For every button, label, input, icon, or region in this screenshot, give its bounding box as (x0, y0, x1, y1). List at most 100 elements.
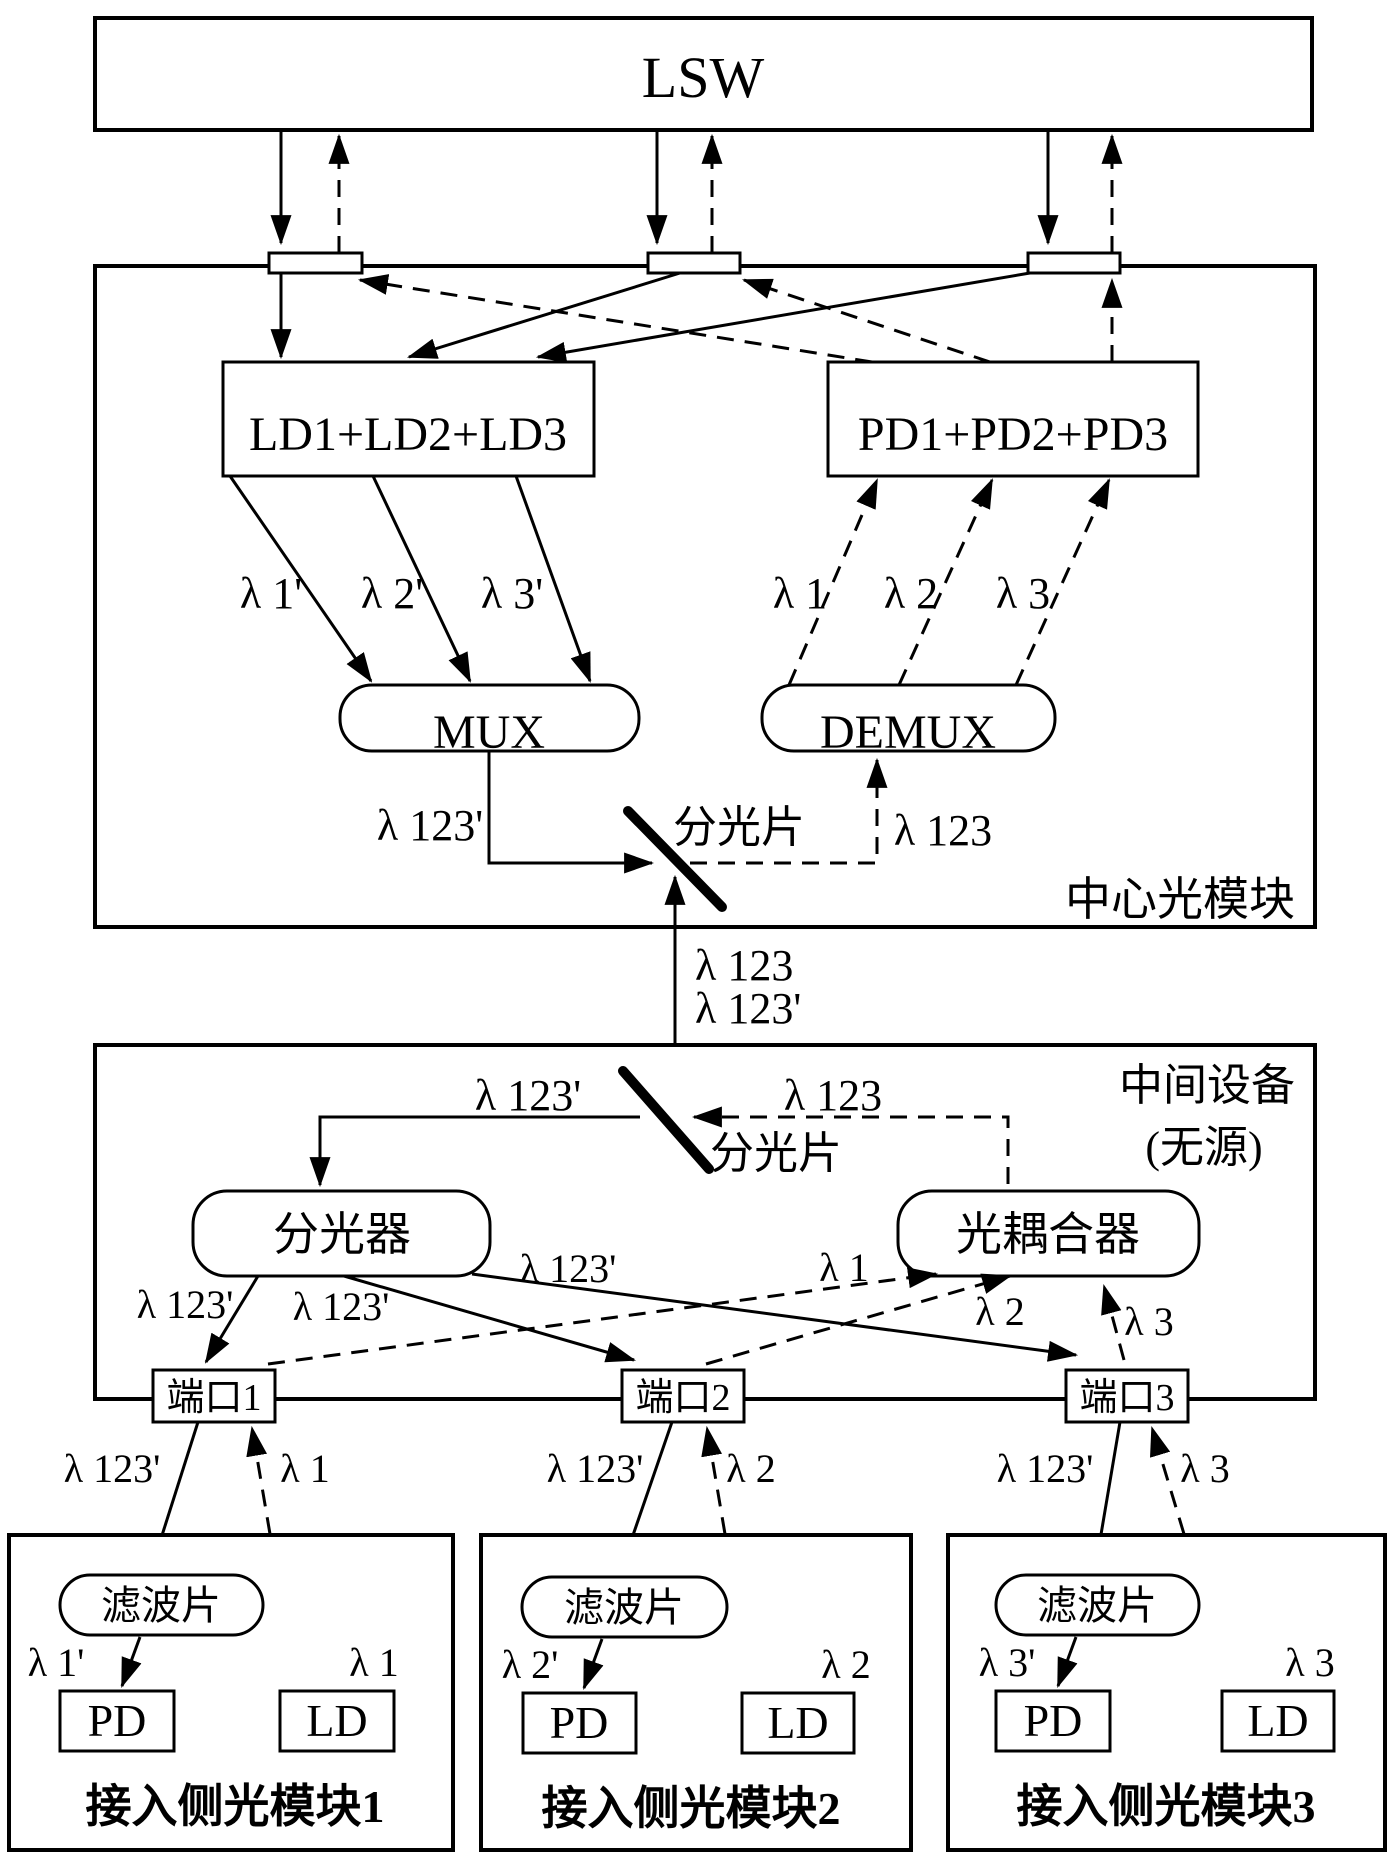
optical-splitter-label: 分光器 (273, 1209, 411, 1260)
pd-bank-label: PD1+PD2+PD3 (858, 408, 1168, 461)
mid-splitter-plate-label: 分光片 (710, 1129, 842, 1178)
ld2-uplink-line-b (701, 1425, 727, 1535)
to-coupler-label: λ 123 (784, 1071, 882, 1120)
demux-box (760, 683, 1057, 753)
connector-3 (1026, 251, 1122, 275)
ld-1-box (278, 1689, 396, 1753)
mux-to-splitter-line (487, 751, 655, 874)
splitter-to-port1-line (204, 1275, 260, 1364)
drop1-up-label: λ 1 (280, 1446, 329, 1491)
port3-to-coupler-line (1101, 1283, 1126, 1361)
coupler-to-plate-line (691, 1106, 1010, 1190)
pd-2-box (521, 1691, 638, 1755)
port-3-box (1064, 1368, 1190, 1424)
mux-label: MUX (433, 706, 545, 759)
ld-2-box (740, 1691, 856, 1755)
return-1-label: λ 1 (819, 1245, 868, 1290)
port-2-label: 端口2 (635, 1377, 730, 1419)
rx-wavelength-3-label: λ 3 (996, 569, 1050, 618)
pd-1-label: PD (88, 1695, 147, 1746)
filter-2-label: 滤波片 (564, 1585, 684, 1630)
module2-tx-label: λ 2 (821, 1642, 870, 1687)
splitter-to-demux-line (690, 757, 888, 865)
demux-to-pd-line-3 (1014, 478, 1111, 686)
ld-2-label: LD (767, 1697, 828, 1748)
pd-3-label: PD (1024, 1695, 1083, 1746)
access-module-1-title: 接入侧光模块1 (86, 1781, 385, 1832)
demux-to-pd-line-2 (897, 478, 994, 686)
ld-3-box (1220, 1689, 1336, 1753)
rx-wavelength-2-label: λ 2 (884, 569, 938, 618)
lsw-box (93, 16, 1314, 132)
to-splitter-label: λ 123' (475, 1071, 581, 1120)
tx-wavelength-2-label: λ 2' (361, 569, 423, 618)
port1-to-coupler-line (267, 1267, 939, 1366)
module3-tx-label: λ 3 (1285, 1640, 1334, 1685)
demux-to-pd-line-1 (787, 478, 879, 686)
trunk-tx-label: λ 123' (695, 984, 801, 1033)
drop1-down-label: λ 123' (64, 1446, 161, 1491)
pd-bank-box (826, 360, 1200, 478)
module1-tx-label: λ 1 (349, 1640, 398, 1685)
connector2-to-ld-line (406, 271, 681, 359)
ld-to-mux-line-1 (228, 475, 373, 683)
demux-in-label: λ 123 (894, 806, 992, 855)
intermediate-title: 中间设备 (1119, 1061, 1295, 1110)
port-1-box (151, 1368, 277, 1424)
connector-2 (646, 251, 742, 275)
module1-rx-label: λ 1' (28, 1640, 85, 1685)
tx-wavelength-1-label: λ 1' (240, 569, 302, 618)
drop2-down-label: λ 123' (547, 1446, 644, 1491)
port2-to-coupler-line (705, 1273, 1013, 1366)
port-1-label: 端口1 (166, 1377, 261, 1419)
optical-coupler-box (896, 1189, 1201, 1278)
plate-to-splitter-line (309, 1115, 640, 1188)
mid-beam-splitter-icon (618, 1066, 714, 1174)
ld3-uplink-line-b (1150, 1425, 1186, 1535)
mux-out-label: λ 123' (377, 801, 483, 850)
ld-1-label: LD (306, 1695, 367, 1746)
lsw-label: LSW (642, 45, 765, 110)
filter-1-label: 滤波片 (101, 1583, 221, 1628)
filter-1-box (58, 1573, 265, 1637)
port-2-box (620, 1368, 746, 1424)
filter-3-box (994, 1573, 1201, 1637)
feed-2-label: λ 123' (293, 1284, 390, 1329)
feed-1-label: λ 123' (137, 1282, 234, 1327)
pd-to-connector2-line (742, 278, 991, 364)
ld-to-mux-line-2 (371, 475, 472, 683)
module2-rx-label: λ 2' (502, 1642, 559, 1687)
connector-1 (267, 251, 364, 275)
access-module-2-title: 接入侧光模块2 (542, 1783, 841, 1834)
port-3-label: 端口3 (1079, 1377, 1174, 1419)
module3-rx-label: λ 3' (979, 1640, 1036, 1685)
optical-splitter-box (191, 1189, 492, 1278)
filter-3-label: 滤波片 (1037, 1583, 1157, 1628)
trunk-rx-label: λ 123 (695, 941, 793, 990)
center-module-title: 中心光模块 (1065, 874, 1295, 925)
pd-2-label: PD (550, 1697, 609, 1748)
center-beam-splitter-icon (623, 806, 727, 912)
filter-2-box (520, 1575, 729, 1639)
pd-1-box (58, 1689, 176, 1753)
ld1-uplink-line-b (246, 1425, 272, 1535)
connector3-to-ld-line (535, 271, 1031, 363)
tx-wavelength-3-label: λ 3' (481, 569, 543, 618)
filter1-to-pd1-line (120, 1636, 142, 1688)
return-3-label: λ 3 (1124, 1299, 1173, 1344)
drop3-down-label: λ 123' (997, 1446, 1094, 1491)
splitter-to-port2-line (343, 1274, 637, 1363)
feed-3-label: λ 123' (520, 1246, 617, 1291)
ld-bank-box (221, 360, 596, 478)
ld-to-mux-line-3 (514, 475, 592, 683)
splitter-to-port3-line (471, 1272, 1079, 1362)
demux-label: DEMUX (820, 706, 996, 759)
ld-3-label: LD (1247, 1695, 1308, 1746)
filter3-to-pd3-line (1056, 1636, 1078, 1688)
center-splitter-plate-label: 分光片 (673, 803, 805, 852)
access-module-3-title: 接入侧光模块3 (1017, 1781, 1316, 1832)
pd-to-connector1-line (357, 274, 873, 364)
filter2-to-pd2-line (582, 1638, 604, 1690)
